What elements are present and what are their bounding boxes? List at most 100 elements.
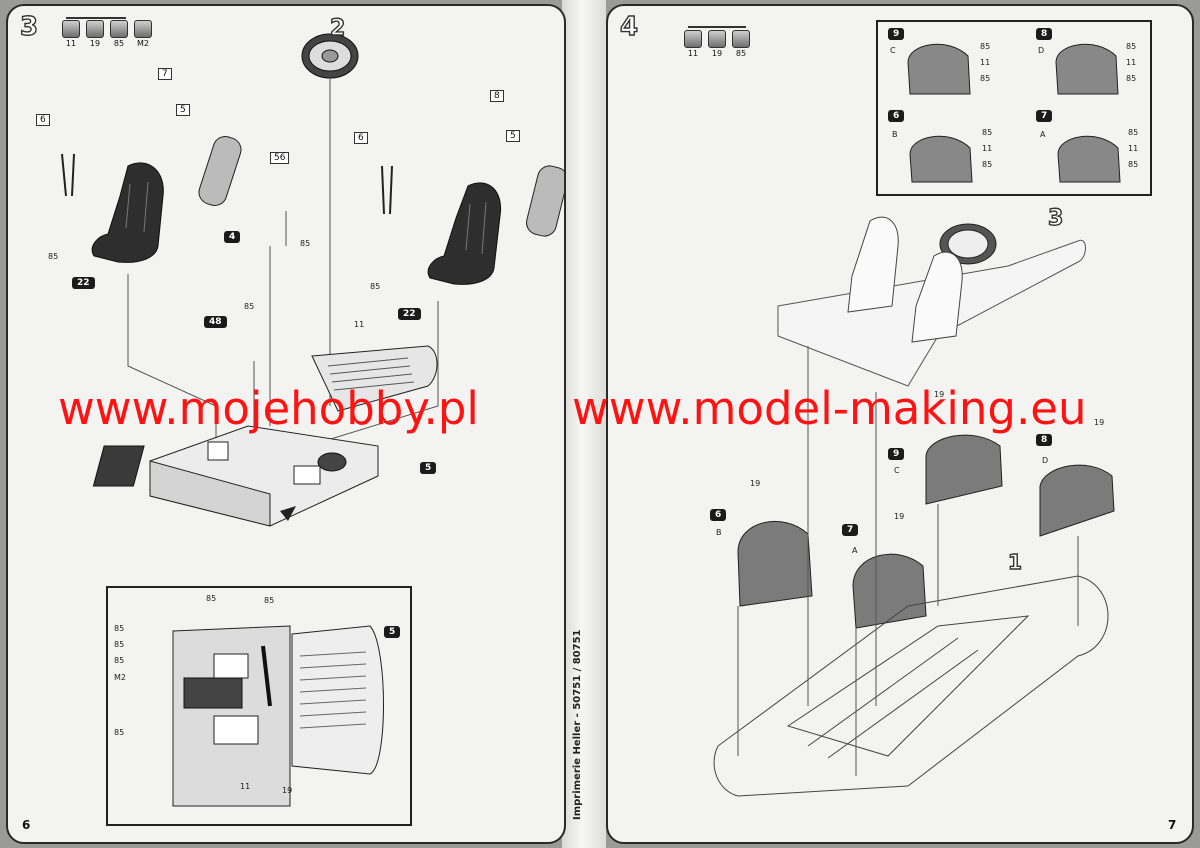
paint-jar-icon (684, 30, 702, 48)
color-callout-seat-left: 85 (48, 252, 59, 261)
paint-jar: 85 (732, 30, 750, 58)
paint-jar-icon (62, 20, 80, 38)
part-label-shifter: 48 (204, 316, 227, 328)
step3-subassembly-drawing (777, 216, 1086, 387)
panel-part-label-8: 8 (1036, 28, 1053, 40)
panel-part-label-6: 6 (888, 110, 905, 122)
panel-d-callout-1: 85 (1126, 42, 1137, 51)
part-label-seat-right: 22 (398, 308, 421, 320)
detail-callout-bottom-b: 19 (282, 786, 293, 795)
page-number-right: 7 (1168, 818, 1177, 832)
part-label-top-right: 8 (490, 90, 504, 102)
arch-letter-c: C (894, 466, 900, 475)
color-callout-seat-right: 85 (370, 282, 381, 291)
panel-b-callout-3: 85 (982, 160, 993, 169)
part-label-pad-right: 5 (506, 130, 520, 142)
paint-jar: 85 (110, 20, 128, 48)
base-tub-drawing (92, 425, 379, 527)
assembly-lines (127, 78, 439, 447)
part-label-base: 5 (420, 462, 437, 474)
panel-a-callout-2: 11 (1128, 144, 1139, 153)
paint-jar-icon (732, 30, 750, 48)
part-label-pad-left: 5 (176, 104, 190, 116)
part-label-belt-right: 6 (354, 132, 368, 144)
paint-jar-icon (708, 30, 726, 48)
assembly-lines-right (737, 346, 1079, 776)
watermark-right: www.model-making.eu (572, 382, 1087, 435)
seat-right-drawing (427, 182, 502, 285)
detail-drawing (172, 625, 384, 807)
color-callout-lever: 85 (300, 239, 311, 248)
brush-icon (66, 17, 126, 19)
chassis-number: 1 (1007, 549, 1022, 574)
floor-plate-drawing (311, 345, 438, 412)
panel-letter-c: C (890, 46, 896, 55)
arch-part-label-8: 8 (1036, 434, 1053, 446)
part-label-top-left: 7 (158, 68, 172, 80)
detail-view-frame-right (876, 20, 1152, 196)
detail-callout-left-3: 85 (114, 656, 125, 665)
paint-jar-icon (134, 20, 152, 38)
watermark-left: www.mojehobby.pl (58, 382, 479, 435)
panel-part-label-7: 7 (1036, 110, 1053, 122)
chassis-drawing (713, 575, 1109, 797)
paint-jar: 11 (62, 20, 80, 48)
part-label-lever: 4 (224, 231, 241, 243)
detail-callout-top-b: 85 (264, 596, 275, 605)
imprint-text: Imprimerie Heller - 50751 / 80751 (572, 629, 583, 820)
seat-left-drawing (91, 162, 164, 263)
arch-part-label-9: 9 (888, 448, 905, 460)
arch-color-b: 19 (750, 479, 761, 488)
part-label-belt-left: 6 (36, 114, 50, 126)
panel-d-callout-2: 11 (1126, 58, 1137, 67)
seat-pads-drawing (198, 136, 564, 237)
panel-c-callout-1: 85 (980, 42, 991, 51)
arch-color-c: 19 (934, 390, 945, 399)
detail-callout-left-2: 85 (114, 640, 125, 649)
instruction-page-left: 3 11 19 85 M2 22 22 6 6 5 5 7 8 2 4 56 4… (6, 4, 566, 844)
right-assembly-drawing (713, 43, 1121, 797)
page-number-left: 6 (22, 818, 31, 832)
color-callout-floor: 11 (354, 320, 365, 329)
step-number-4: 4 (619, 11, 639, 42)
detail-callout-bottom-a: 11 (240, 782, 251, 791)
detail-callout-left-5: 85 (114, 728, 125, 737)
paint-colors-right: 11 19 85 (684, 30, 750, 58)
part-label-small-part: 56 (270, 152, 290, 164)
paint-colors-left: 11 19 85 M2 (62, 20, 152, 48)
panel-a-callout-1: 85 (1128, 128, 1139, 137)
brush-icon (688, 26, 746, 28)
detail-callout-left-4: M2 (114, 673, 126, 682)
arch-part-label-7: 7 (842, 524, 859, 536)
panel-letter-b: B (892, 130, 898, 139)
detail-callout-top-a: 85 (206, 594, 217, 603)
panel-b-callout-2: 11 (982, 144, 993, 153)
arch-color-d: 19 (1094, 418, 1105, 427)
arch-color-a: 19 (894, 512, 905, 521)
paint-jar-icon (86, 20, 104, 38)
instruction-page-right: 4 11 19 85 9 C 85 11 85 8 D 85 11 85 6 B… (606, 4, 1194, 844)
panel-b-callout-1: 85 (982, 128, 993, 137)
subassembly-number: 3 (1047, 205, 1064, 231)
panel-letter-d: D (1038, 46, 1045, 55)
panel-d-callout-3: 85 (1126, 74, 1137, 83)
panel-a-callout-3: 85 (1128, 160, 1139, 169)
paint-jar: 19 (708, 30, 726, 58)
detail-panel-drawings (907, 43, 1121, 183)
arch-letter-d: D (1042, 456, 1049, 465)
detail-view-frame-left (106, 586, 412, 826)
arch-part-label-6: 6 (710, 509, 727, 521)
panel-part-label-9: 9 (888, 28, 905, 40)
step-number-3: 3 (19, 11, 39, 42)
paint-jar-icon (110, 20, 128, 38)
color-callout-shifter: 85 (244, 302, 255, 311)
part-label-seat-left: 22 (72, 277, 95, 289)
paint-jar: 19 (86, 20, 104, 48)
detail-callout-left-1: 85 (114, 624, 125, 633)
wheel-arches-drawing (737, 434, 1115, 629)
page-gutter (562, 0, 606, 848)
panel-c-callout-2: 11 (980, 58, 991, 67)
panel-letter-a: A (1040, 130, 1046, 139)
part-label-wheel: 2 (329, 15, 346, 41)
arch-letter-b: B (716, 528, 722, 537)
